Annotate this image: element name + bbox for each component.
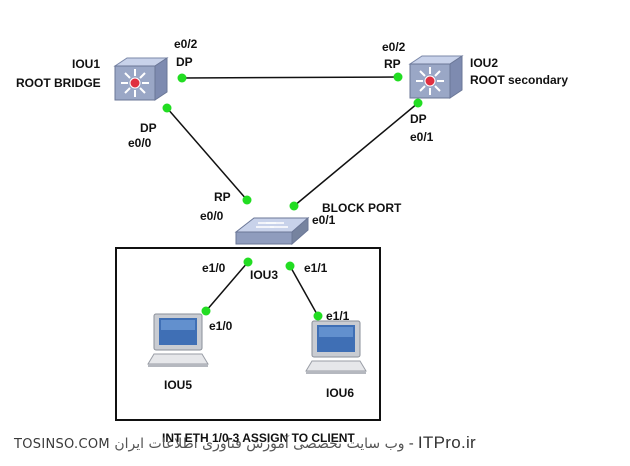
iou3-e01-iface: e0/1	[312, 213, 336, 227]
watermark-separator: -	[408, 435, 414, 452]
port-dot	[285, 261, 295, 271]
iou3-e10-iface: e1/0	[202, 261, 226, 275]
watermark: TOSINSO.COM وب سایت تخصصی آموزش فناوری ا…	[14, 433, 476, 453]
iou1-e02-state: DP	[176, 55, 193, 69]
watermark-site: TOSINSO.COM	[14, 437, 110, 452]
iou2-e02-state: RP	[384, 57, 401, 71]
iou5-name: IOU5	[164, 378, 193, 392]
iou3-e00-state: RP	[214, 190, 231, 204]
iou1-name: IOU1	[72, 57, 101, 71]
iou3-e11-iface: e1/1	[304, 261, 328, 275]
port-dot	[289, 201, 299, 211]
port-dot	[242, 195, 252, 205]
iou3-switch-icon[interactable]	[234, 216, 310, 246]
iou3-e00-iface: e0/0	[200, 209, 224, 223]
iou6-pc-icon[interactable]	[305, 320, 367, 374]
client-group-box	[115, 247, 381, 421]
iou1-e02-iface: e0/2	[174, 37, 198, 51]
iou5-e10-iface: e1/0	[209, 319, 233, 333]
link-iou1-iou2	[181, 76, 399, 79]
iou3-name: IOU3	[250, 268, 279, 282]
iou2-e02-iface: e0/2	[382, 40, 406, 54]
port-dots	[162, 72, 423, 321]
iou2-e01-iface: e0/1	[410, 130, 434, 144]
link-iou3-iou6	[289, 265, 319, 317]
iou2-e01-state: DP	[410, 112, 427, 126]
iou1-e00-iface: e0/0	[128, 136, 152, 150]
port-dot	[162, 103, 172, 113]
watermark-persian: وب سایت تخصصی آموزش فناوری اطلاعات ایران	[114, 436, 405, 452]
port-dot	[313, 311, 323, 321]
link-iou1-iou3	[166, 107, 248, 201]
port-dot	[201, 306, 211, 316]
iou6-e11-iface: e1/1	[326, 309, 350, 323]
iou2-name: IOU2	[470, 56, 499, 70]
iou1-role: ROOT BRIDGE	[16, 76, 101, 90]
link-iou3-iou5	[205, 261, 249, 312]
iou3-block-port-note: BLOCK PORT	[322, 201, 402, 215]
watermark-brand: ITPro.ir	[417, 433, 477, 452]
iou5-pc-icon[interactable]	[147, 313, 209, 367]
iou2-switch-icon[interactable]	[408, 55, 464, 99]
link-iou2-iou3	[293, 102, 419, 207]
port-dot	[413, 98, 423, 108]
port-dot	[393, 72, 403, 82]
client-box-title: INT ETH 1/0-3 ASSIGN TO CLIENT	[162, 431, 355, 445]
iou1-e00-state: DP	[140, 121, 157, 135]
iou6-name: IOU6	[326, 386, 355, 400]
port-dot	[243, 257, 253, 267]
iou1-switch-icon[interactable]	[113, 57, 169, 101]
iou2-role: ROOT secondary	[470, 73, 569, 87]
links	[166, 76, 419, 317]
port-dot	[177, 73, 187, 83]
